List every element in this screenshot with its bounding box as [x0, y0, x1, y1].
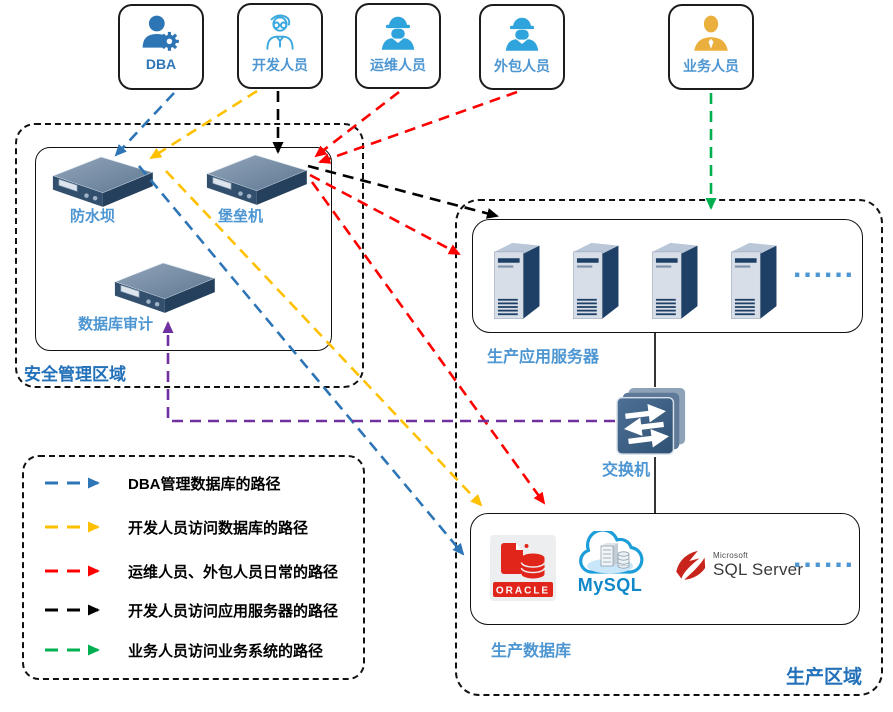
bastion-label: 堡垒机: [218, 208, 264, 225]
switch-icon: [616, 387, 686, 455]
actor-outsourcing: 外包人员: [479, 4, 565, 90]
legend-item-dev-db: 开发人员访问数据库的路径: [42, 516, 308, 538]
database-box: [470, 513, 860, 625]
mysql-cloud-icon: [579, 531, 644, 574]
app-servers-ellipsis: ......: [793, 251, 856, 284]
legend-label-ops: 运维人员、外包人员日常的路径: [128, 563, 339, 581]
tower-server-3: [652, 242, 698, 320]
production-zone-title: 生产区域: [786, 667, 863, 688]
tower-server-2: [573, 242, 619, 320]
sqlserver-logo: Microsoft SQL Server: [674, 548, 803, 582]
oracle-logo: ORACLE: [490, 535, 556, 601]
legend-item-dba: DBA管理数据库的路径: [42, 472, 281, 494]
mysql-wordmark: MySQL: [577, 575, 643, 595]
legend-arrow-red: [45, 565, 100, 577]
legend-arrow-green: [45, 644, 100, 656]
switch-label: 交换机: [602, 462, 651, 479]
legend-arrow-blue: [45, 477, 100, 489]
actor-ops: 运维人员: [355, 3, 441, 89]
app-servers-label: 生产应用服务器: [487, 349, 600, 366]
microsoft-wordmark: Microsoft: [713, 551, 749, 560]
actor-ops-label: 运维人员: [370, 57, 426, 73]
database-ellipsis: ......: [793, 541, 856, 574]
database-label: 生产数据库: [491, 643, 572, 660]
ops-worker-icon: [381, 16, 415, 50]
actor-dba: DBA: [118, 4, 204, 90]
sqlserver-flame-icon: [676, 550, 706, 580]
actor-developer: 开发人员: [237, 3, 323, 89]
waterdam-label: 防水坝: [70, 208, 116, 225]
actor-developer-label: 开发人员: [252, 57, 308, 73]
security-zone-title: 安全管理区域: [24, 365, 126, 384]
tower-server-1: [494, 242, 540, 320]
outsourcing-worker-icon: [505, 17, 539, 51]
developer-icon: [266, 14, 294, 50]
sqlserver-wordmark: SQL Server: [713, 560, 804, 579]
business-user-icon: [694, 15, 728, 51]
legend-item-ops: 运维人员、外包人员日常的路径: [42, 560, 338, 582]
legend-label-dba: DBA管理数据库的路径: [128, 475, 281, 493]
tower-server-4: [731, 242, 777, 320]
actor-business-label: 业务人员: [683, 58, 739, 74]
db-audit-appliance: [113, 262, 217, 313]
actor-outsourcing-label: 外包人员: [494, 58, 550, 74]
legend-item-business: 业务人员访问业务系统的路径: [42, 639, 323, 661]
legend-label-business: 业务人员访问业务系统的路径: [128, 642, 324, 660]
legend-label-dev-db: 开发人员访问数据库的路径: [128, 519, 309, 537]
mysql-logo: MySQL: [574, 531, 646, 596]
db-audit-label: 数据库审计: [78, 316, 154, 333]
actor-business: 业务人员: [668, 4, 754, 90]
legend-item-dev-app: 开发人员访问应用服务器的路径: [42, 599, 338, 621]
legend-arrow-black: [45, 604, 100, 616]
actor-dba-label: DBA: [145, 56, 177, 72]
waterdam-appliance: [51, 156, 155, 207]
bastion-appliance: [205, 154, 309, 205]
legend-label-dev-app: 开发人员访问应用服务器的路径: [128, 602, 339, 620]
legend-arrow-yellow: [45, 521, 100, 533]
dba-user-gear-icon: [142, 15, 179, 51]
oracle-wordmark: ORACLE: [496, 586, 550, 597]
